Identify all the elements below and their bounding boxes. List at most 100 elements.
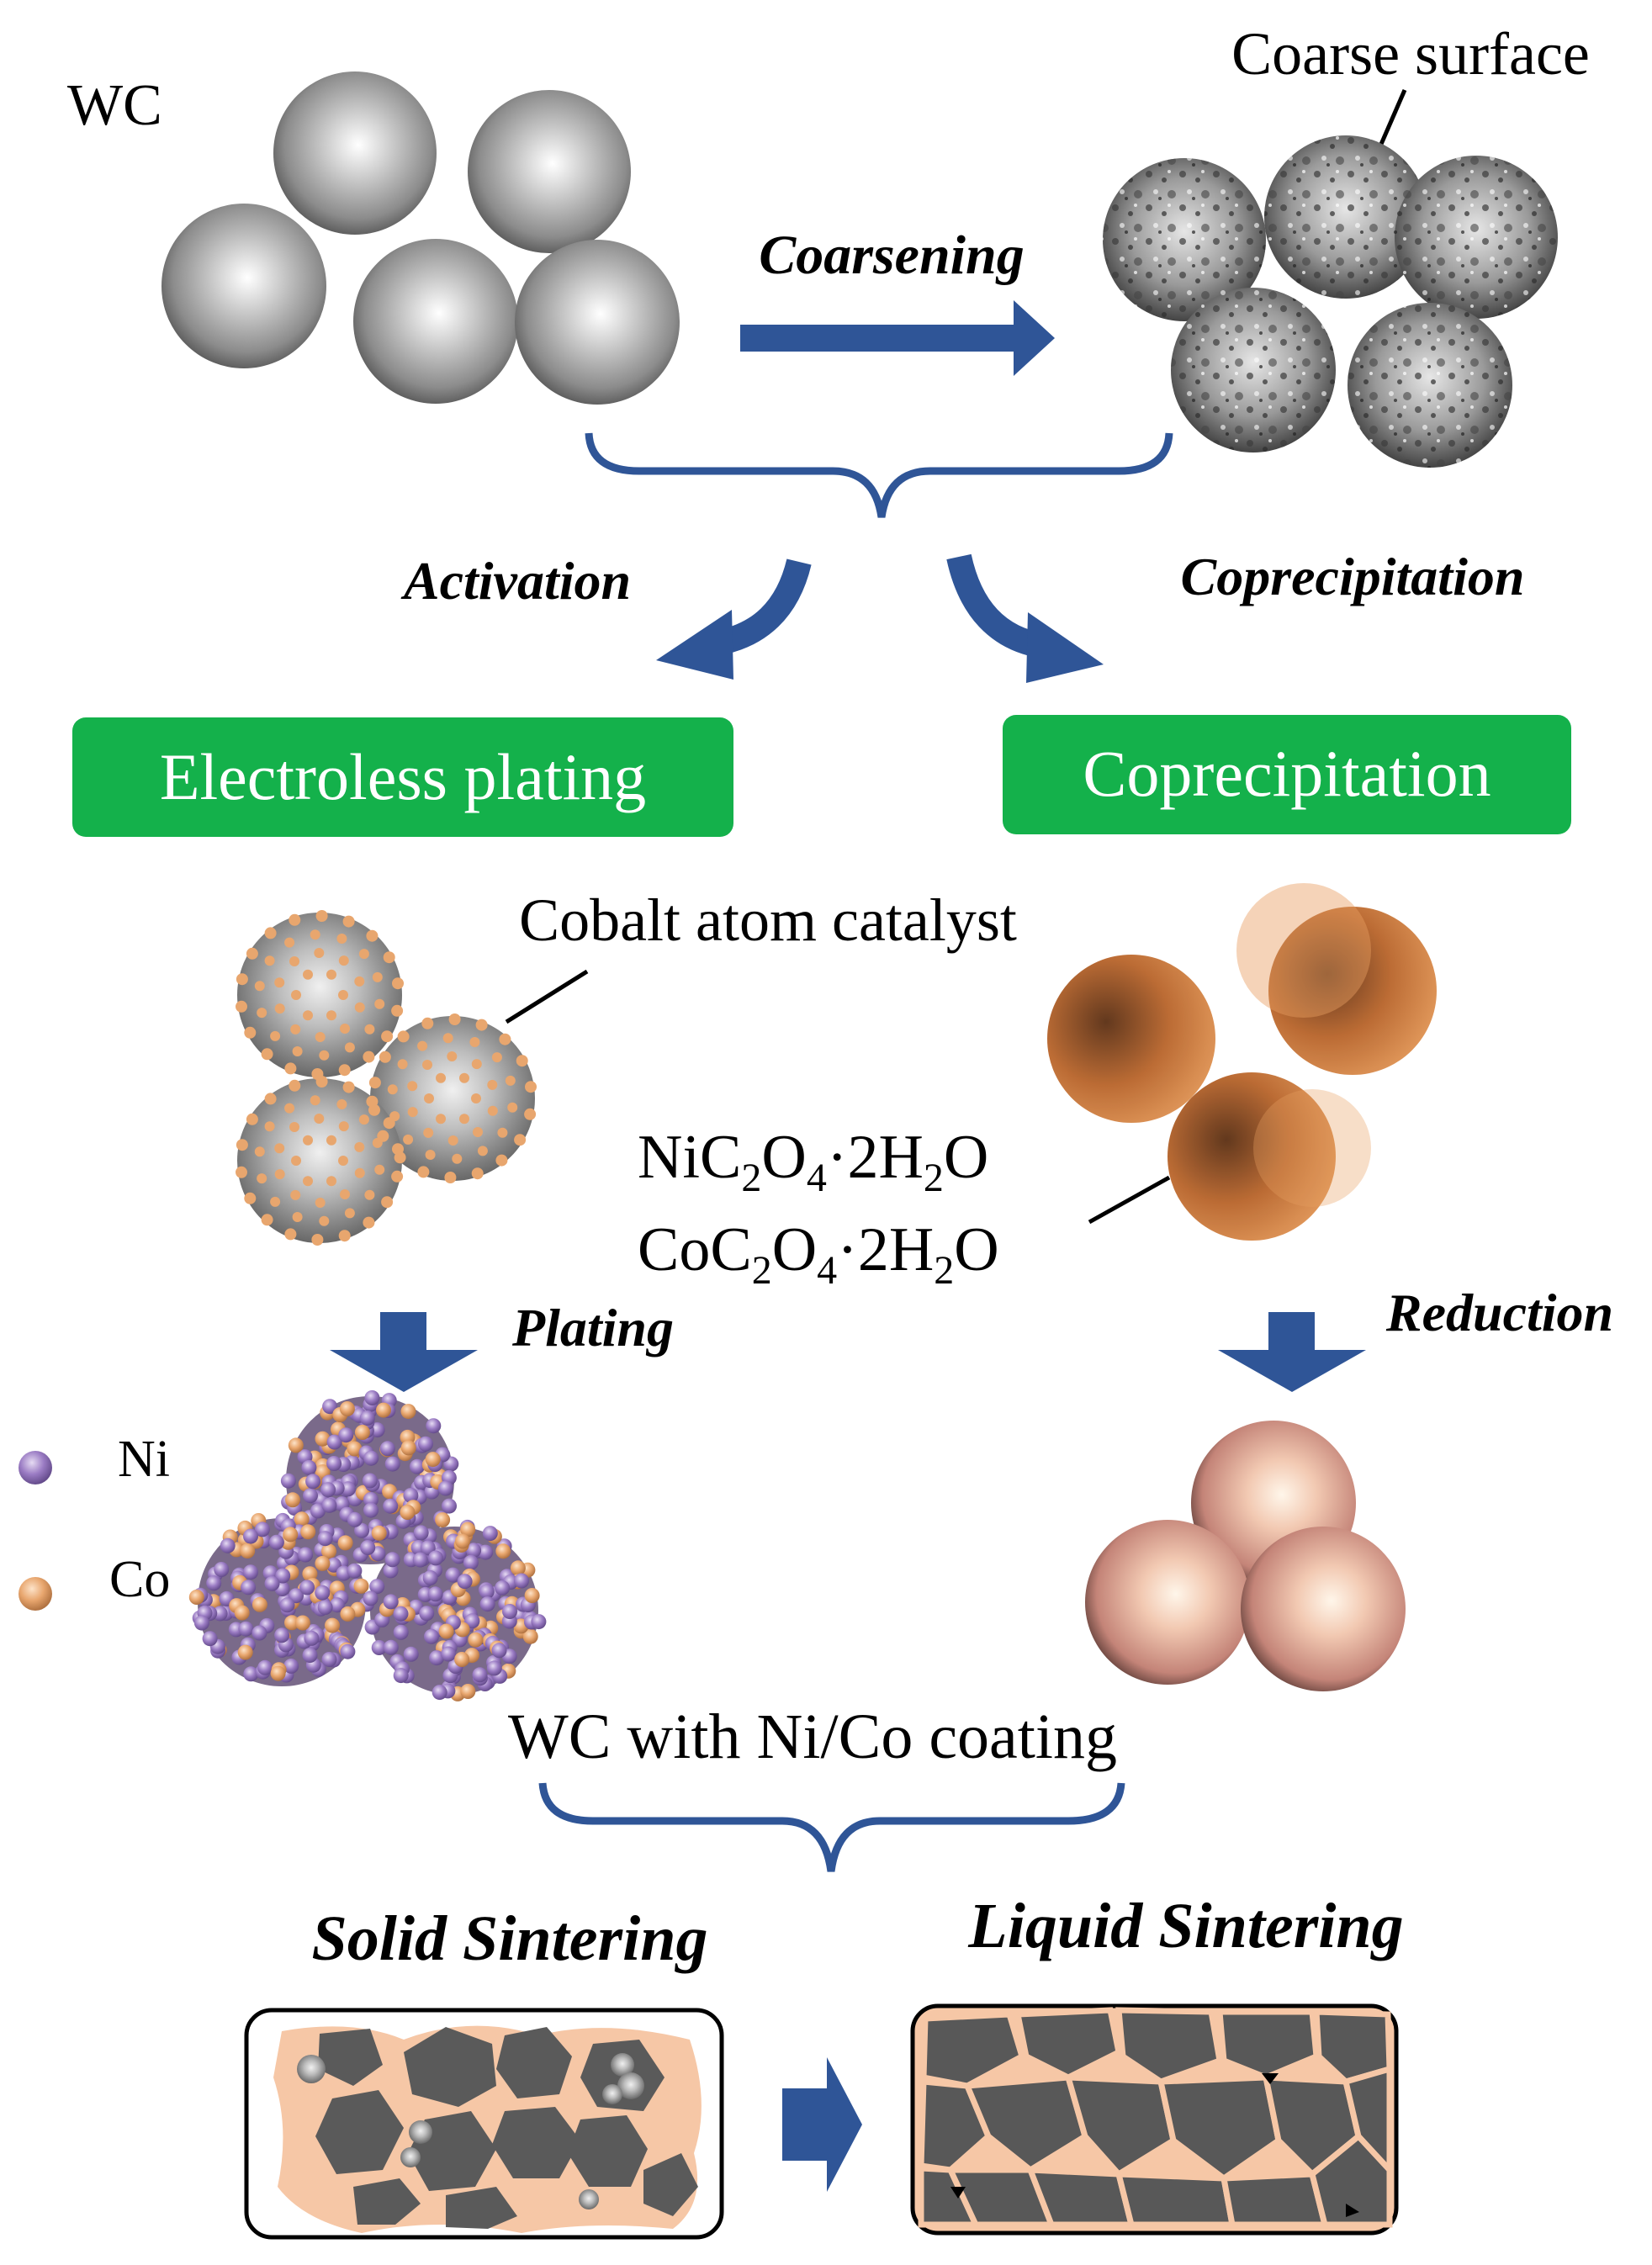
cobalt-dot <box>310 1095 320 1106</box>
co-atom <box>252 1596 267 1612</box>
co-atom <box>371 1525 387 1541</box>
co-atom <box>237 1644 253 1660</box>
cobalt-dot <box>392 1143 404 1156</box>
ni-atom <box>363 1590 379 1606</box>
co-atom <box>400 1404 416 1420</box>
cobalt-dot <box>319 1215 330 1226</box>
cobalt-dot <box>477 1146 488 1156</box>
co-atom <box>495 1543 511 1559</box>
ni-atom <box>360 1540 376 1555</box>
co-atom <box>522 1628 538 1644</box>
ni-atom <box>363 1492 379 1507</box>
ni-atom <box>347 1511 363 1527</box>
co-atom <box>425 1452 441 1468</box>
cobalt-dot <box>315 910 328 922</box>
cobalt-dot <box>274 1143 285 1154</box>
ni-legend-swatch <box>19 1451 52 1484</box>
co-atom <box>510 1560 526 1576</box>
co-oxalate-formula: CoC2O4·2H2O <box>638 1215 999 1293</box>
ni-atom <box>321 1497 337 1513</box>
co-atom <box>294 1511 310 1527</box>
cobalt-dot <box>354 976 365 987</box>
cobalt-dot <box>236 973 248 986</box>
ni-atom <box>322 1399 338 1415</box>
ni-atom <box>329 1597 345 1613</box>
cobalt-dot <box>342 915 355 928</box>
cobalt-dot <box>290 1189 301 1200</box>
cobalt-dot <box>397 1059 408 1070</box>
ni-atom <box>403 1646 419 1662</box>
ni-atom <box>478 1544 494 1560</box>
cobalt-dot <box>284 1228 297 1241</box>
cobalt-dot <box>284 937 295 948</box>
activation-arrowhead <box>656 610 733 680</box>
cobalt-dot <box>403 1134 414 1145</box>
cobalt-dot <box>274 977 285 988</box>
cobalt-dot <box>289 913 301 926</box>
ni-atom <box>432 1685 447 1701</box>
cobalt-dot <box>314 948 325 958</box>
cobalt-dot <box>364 1189 375 1200</box>
ni-atom <box>340 1481 356 1497</box>
ni-atom <box>193 1615 209 1631</box>
cobalt-dot <box>358 1114 369 1125</box>
co-atom <box>283 1527 299 1543</box>
cobalt-dot <box>475 1019 488 1031</box>
cobalt-dot <box>274 1003 285 1014</box>
co-atom <box>300 1524 316 1540</box>
coating-label: WC with Ni/Co coating <box>508 1701 1117 1772</box>
cobalt-dot <box>310 929 320 940</box>
cobalt-dot <box>507 1102 518 1113</box>
ni-atom <box>464 1613 480 1629</box>
cobalt-dot <box>315 1032 326 1042</box>
cobalt-dot <box>338 990 348 1000</box>
ni-atom <box>412 1552 428 1568</box>
co-atom <box>240 1543 256 1559</box>
cobalt-dot <box>326 1010 336 1021</box>
cobalt-dot <box>338 1230 351 1242</box>
ni-atom <box>491 1643 507 1659</box>
cobalt-dot <box>264 1121 275 1132</box>
electroless-plating-button[interactable]: Electroless plating <box>72 717 733 837</box>
ni-atom <box>427 1586 443 1602</box>
ni-oxalate-formula: NiC2O4·2H2O <box>638 1123 988 1200</box>
cobalt-dot <box>442 1033 453 1044</box>
cobalt-dot <box>236 1166 247 1178</box>
ni-atom <box>362 1473 378 1489</box>
co-atom <box>468 1632 484 1648</box>
cobalt-dot <box>391 1004 404 1017</box>
merge-brace-top <box>585 432 1173 518</box>
coprecipitation-button[interactable]: Coprecipitation <box>1003 715 1571 834</box>
reduction-label: Reduction <box>1385 1283 1613 1342</box>
solid-sintering-panel <box>244 2008 724 2240</box>
cobalt-dot <box>471 1167 484 1180</box>
ni-atom <box>419 1606 435 1622</box>
cobalt-dot <box>303 1135 313 1146</box>
cobalt-dot <box>315 1198 326 1208</box>
cobalt-dot <box>290 1024 301 1035</box>
cobalt-catalyst-label: Cobalt atom catalyst <box>519 886 1017 954</box>
cobalt-dot <box>505 1075 516 1086</box>
reduced-particles <box>1085 1421 1406 1691</box>
cobalt-catalyst-dots <box>236 910 537 1246</box>
cobalt-dot <box>487 1079 498 1090</box>
cobalt-dot <box>417 1040 428 1051</box>
cobalt-dot <box>514 1134 527 1146</box>
cobalt-dot <box>525 1081 537 1093</box>
cobalt-dot <box>319 1050 330 1061</box>
cobalt-dot <box>289 956 299 966</box>
ni-atom <box>243 1528 258 1544</box>
ni-atom <box>252 1625 267 1641</box>
plating-arrow <box>330 1312 478 1392</box>
coprecipitation-button-label: Coprecipitation <box>1083 737 1491 810</box>
cobalt-dot <box>246 947 258 960</box>
co-legend-label: Co <box>109 1551 170 1608</box>
co-atom <box>302 1566 318 1582</box>
liquid-sintering-label: Liquid Sintering <box>967 1891 1403 1961</box>
cobalt-dot <box>459 1114 469 1125</box>
ni-atom <box>486 1660 502 1676</box>
cobalt-dot <box>372 971 383 982</box>
cobalt-dot <box>407 1107 418 1118</box>
coprecipitation-step-label: Coprecipitation <box>1181 547 1525 606</box>
cobalt-dot <box>379 1050 391 1063</box>
